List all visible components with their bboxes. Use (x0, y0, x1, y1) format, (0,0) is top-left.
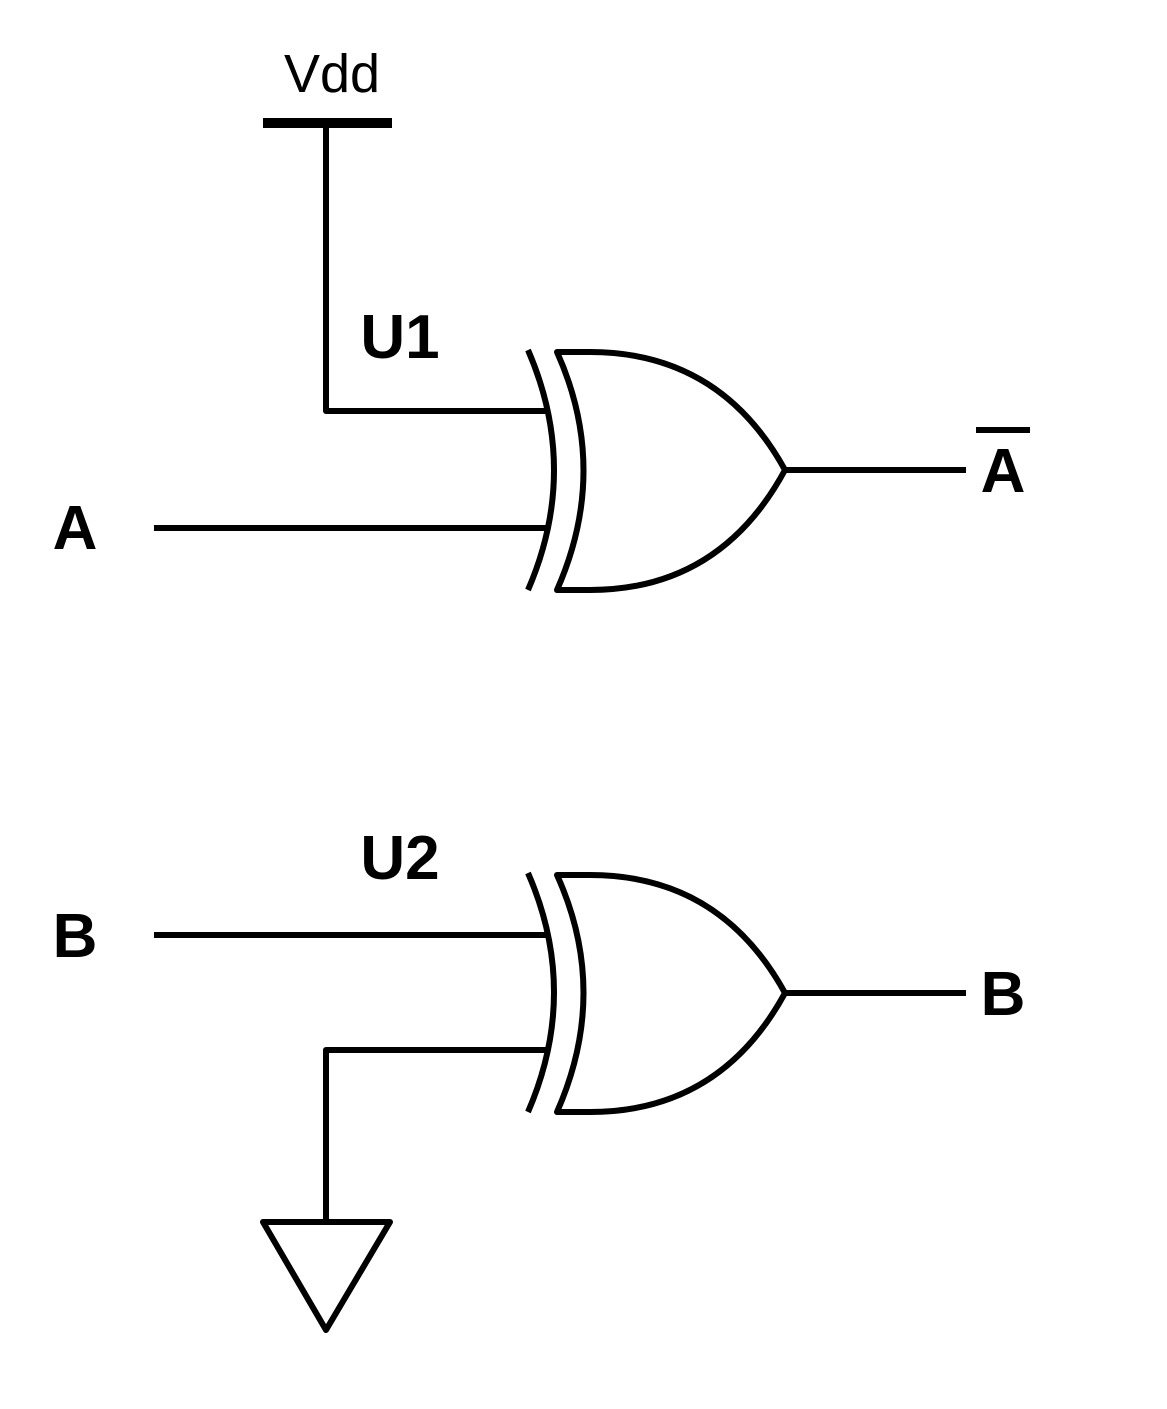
u2-label: U2 (360, 824, 439, 893)
gate-u2: U2 (360, 824, 966, 1115)
input-b-label: B (53, 902, 98, 971)
ground-wire (323, 1047, 548, 1222)
output-a-bar: A (976, 427, 1030, 506)
u1-xor-body (554, 349, 788, 593)
vdd-supply: Vdd (263, 44, 548, 414)
output-b: B (981, 960, 1026, 1029)
input-a: A (53, 494, 548, 563)
u1-label: U1 (360, 303, 439, 372)
u2-xor-body (554, 872, 788, 1115)
ground-triangle-icon (260, 1219, 393, 1333)
u2-xor-input-arc (525, 871, 557, 1114)
input-b: B (53, 902, 548, 971)
vdd-label: Vdd (284, 44, 380, 104)
gate-u1: U1 (360, 303, 966, 593)
output-b-label: B (981, 960, 1026, 1029)
ground-symbol (260, 1047, 548, 1333)
vdd-wire (323, 123, 548, 414)
u1-xor-input-arc (525, 348, 557, 592)
input-a-label: A (53, 494, 98, 563)
output-a-label: A (981, 437, 1026, 506)
